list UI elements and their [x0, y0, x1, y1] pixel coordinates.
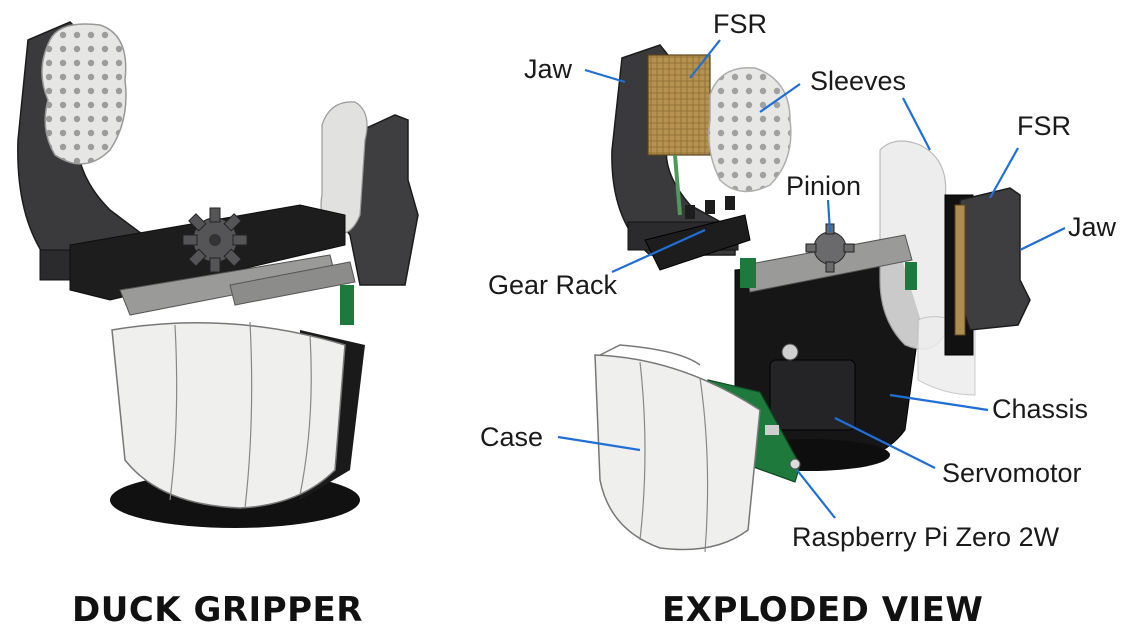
label-servomotor: Servomotor	[942, 458, 1082, 488]
leader-gear-rack	[611, 228, 706, 274]
label-chassis: Chassis	[992, 394, 1088, 424]
label-sleeves: Sleeves	[810, 66, 906, 96]
title-duck-gripper: DUCK GRIPPER	[72, 590, 363, 630]
leader-raspberry-pi	[796, 469, 836, 519]
case-exploded	[594, 354, 761, 551]
label-pinion: Pinion	[786, 171, 861, 201]
label-gear-rack: Gear Rack	[488, 270, 618, 300]
exploded-view-illustration	[594, 44, 1031, 553]
fsr-right-exploded	[954, 204, 966, 336]
fsr-top-exploded	[647, 54, 711, 156]
label-case: Case	[480, 422, 543, 452]
gear-rack-exploded	[644, 214, 751, 271]
label-raspberry-pi: Raspberry Pi Zero 2W	[792, 522, 1060, 552]
label-jaw-left: Jaw	[524, 54, 573, 84]
leader-fsr-right	[989, 147, 1019, 199]
leader-jaw-left	[584, 68, 626, 84]
pinion-assembled	[182, 207, 248, 273]
servomotor-exploded	[769, 359, 856, 431]
right-jaw-exploded	[959, 187, 1031, 331]
pinion-exploded	[805, 223, 855, 273]
leader-pinion	[826, 199, 832, 233]
left-sleeve-assembled	[41, 23, 127, 165]
leader-sleeves	[759, 83, 801, 113]
part-labels: Jaw FSR Sleeves FSR Pinion Jaw Gear Rack…	[480, 9, 1117, 552]
leader-case	[557, 435, 641, 452]
label-fsr-top: FSR	[713, 9, 767, 39]
leader-chassis	[889, 393, 989, 412]
assembled-gripper-illustration	[17, 21, 419, 528]
leader-lines	[557, 39, 1066, 519]
leader-jaw-right	[1019, 227, 1066, 251]
title-exploded-view: EXPLODED VIEW	[662, 590, 983, 630]
case-assembled	[111, 321, 346, 509]
leader-sleeve-right	[902, 97, 931, 151]
label-fsr-right: FSR	[1017, 111, 1071, 141]
label-jaw-right: Jaw	[1068, 212, 1117, 242]
leader-fsr-top	[689, 39, 721, 79]
leader-servomotor	[834, 417, 936, 469]
sleeve-left-exploded	[708, 67, 792, 193]
